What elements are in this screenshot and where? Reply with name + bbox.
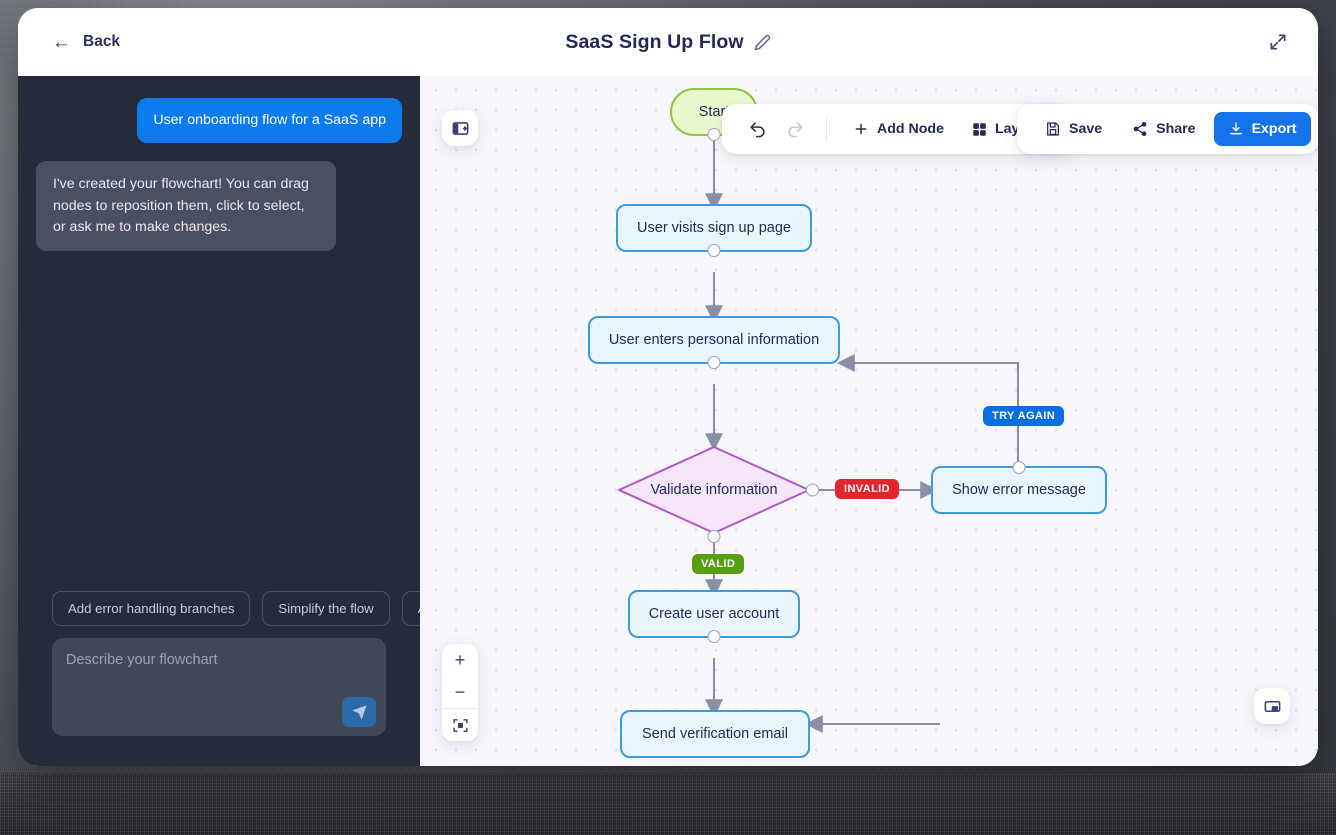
download-icon [1229, 122, 1242, 135]
suggestion-chip[interactable]: Simplify the flow [262, 591, 390, 626]
minimap-toggle-button[interactable] [1254, 688, 1290, 724]
grid-squares-icon [973, 122, 986, 136]
node-handle-right[interactable] [806, 483, 819, 497]
edge-label-valid[interactable]: VALID [692, 554, 745, 574]
redo-button[interactable] [778, 112, 812, 146]
share-nodes-icon [1133, 122, 1147, 136]
backdrop-noise-strip [0, 773, 1336, 835]
add-node-label: Add Node [877, 121, 944, 137]
share-label: Share [1156, 121, 1196, 137]
chat-message-user: User onboarding flow for a SaaS app [137, 98, 402, 144]
back-button[interactable]: ← Back [52, 33, 120, 52]
node-handle-top[interactable] [1012, 461, 1026, 474]
zoom-controls-divider [442, 708, 478, 709]
flow-node-label: Start [698, 104, 730, 120]
save-label: Save [1069, 121, 1103, 137]
edge-layer [705, 136, 1019, 733]
node-layer: Start User visits sign up page User ente… [420, 76, 1318, 766]
panel-left-toggle-button[interactable] [442, 110, 478, 146]
suggestion-chip[interactable]: Add error handling branches [52, 591, 251, 626]
canvas-toolbar-actions: Save Share Export [1017, 104, 1318, 154]
pencil-icon[interactable] [754, 34, 771, 51]
export-label: Export [1251, 121, 1297, 137]
suggestion-chip[interactable]: Add a decision [401, 591, 420, 626]
flow-node-label: User enters personal information [608, 332, 820, 348]
arrow-left-icon: ← [52, 31, 71, 53]
export-button[interactable]: Export [1213, 112, 1311, 146]
fit-view-icon [452, 718, 468, 732]
toolbar-divider [826, 118, 827, 140]
node-handle-bottom[interactable] [707, 530, 721, 543]
flow-node-validate-information[interactable]: Validate information [616, 444, 819, 543]
zoom-controls: + − [442, 644, 478, 741]
flow-node-show-error-message[interactable]: Show error message [931, 461, 1107, 514]
chat-message-list: User onboarding flow for a SaaS app I've… [18, 76, 420, 591]
flow-node-label: Send verification email [642, 726, 788, 742]
prompt-input-placeholder: Describe your flowchart [66, 652, 218, 668]
flow-node-label: Create user account [648, 606, 780, 622]
chat-sidebar: User onboarding flow for a SaaS app I've… [18, 76, 420, 766]
edge-label-invalid[interactable]: INVALID [835, 479, 899, 499]
back-button-label: Back [83, 33, 121, 50]
add-node-button[interactable]: Add Node [841, 114, 956, 144]
node-handle-bottom[interactable] [707, 244, 721, 257]
send-paper-plane-icon [351, 704, 367, 720]
flow-node-create-user-account[interactable]: Create user account [628, 590, 800, 643]
flow-node-label: Show error message [952, 482, 1086, 498]
redo-arrow-icon [787, 121, 803, 137]
node-handle-bottom[interactable] [707, 356, 721, 369]
main-split: User onboarding flow for a SaaS app I've… [18, 76, 1318, 766]
floppy-disk-icon [1047, 122, 1059, 136]
undo-button[interactable] [740, 112, 774, 146]
send-button[interactable] [342, 697, 376, 727]
flow-node-user-enters-personal-information[interactable]: User enters personal information [588, 316, 840, 369]
save-button[interactable]: Save [1033, 114, 1114, 144]
zoom-out-button[interactable]: − [454, 681, 466, 702]
expand-fullscreen-button[interactable] [1268, 32, 1288, 52]
chat-message-assistant: I've created your flowchart! You can dra… [36, 161, 336, 252]
node-handle-bottom[interactable] [707, 630, 721, 643]
panel-left-toggle-icon [452, 121, 468, 135]
prompt-composer[interactable]: Describe your flowchart [52, 638, 386, 736]
flow-node-label: Validate information [650, 482, 778, 498]
flowchart-canvas[interactable]: Start User visits sign up page User ente… [420, 76, 1318, 766]
app-window: ← Back SaaS Sign Up Flow User onboarding… [18, 8, 1318, 766]
titlebar: ← Back SaaS Sign Up Flow [18, 8, 1318, 76]
undo-arrow-icon [749, 121, 765, 137]
minimap-icon [1264, 700, 1280, 712]
title-group: SaaS Sign Up Flow [18, 8, 1318, 76]
share-button[interactable]: Share [1120, 114, 1207, 144]
flow-node-send-verification-email[interactable]: Send verification email [620, 710, 810, 758]
flow-node-user-visits-sign-up-page[interactable]: User visits sign up page [616, 204, 812, 257]
node-handle-bottom[interactable] [707, 128, 721, 141]
edge-label-try-again[interactable]: TRY AGAIN [983, 406, 1065, 426]
fit-view-button[interactable] [442, 709, 478, 741]
page-title: SaaS Sign Up Flow [565, 30, 744, 53]
suggestion-chip-row: Add error handling branches Simplify the… [18, 591, 420, 638]
zoom-in-button[interactable]: + [454, 649, 466, 670]
flow-node-label: User visits sign up page [637, 220, 791, 236]
plus-icon [855, 123, 867, 135]
